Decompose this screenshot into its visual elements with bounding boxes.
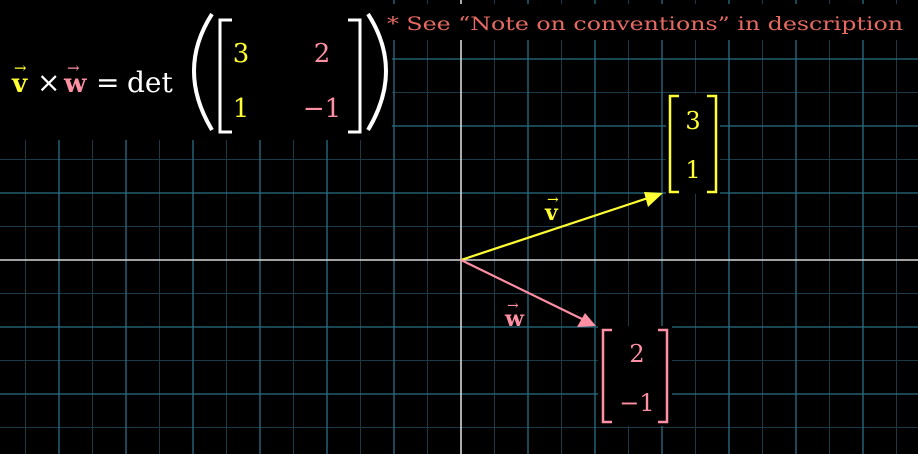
note-backdrop (384, 4, 918, 40)
matrix-cell-1-2: 2 (314, 39, 331, 69)
formula-w-arrow: → (67, 59, 80, 77)
vector-v: v → (460, 192, 663, 262)
cross-product-formula: v → × w → = det 3 2 1 −1 (0, 0, 392, 140)
formula-w-symbol: w (63, 69, 87, 99)
column-vector-w-x: 2 (629, 340, 644, 368)
vector-w-label: w (504, 306, 525, 332)
matrix-cell-1-1: 3 (233, 39, 250, 69)
matrix-cell-2-2: −1 (303, 94, 341, 124)
vector-w-label-arrow: → (507, 298, 519, 314)
formula-equals: = (96, 66, 119, 99)
column-vector-w-left-bracket (601, 328, 612, 424)
column-vector-v-x: 3 (685, 107, 700, 135)
formula-times: × (37, 66, 60, 99)
column-vector-v: 3 1 (666, 94, 720, 194)
column-vector-w-right-bracket (658, 328, 669, 424)
matrix-right-bracket (348, 18, 362, 134)
formula-right-paren (366, 12, 388, 132)
matrix-left-bracket (218, 18, 232, 134)
vector-w-shaft (460, 259, 585, 321)
column-vector-v-y: 1 (685, 156, 700, 184)
column-vector-w-y: −1 (619, 389, 654, 417)
formula-v-arrow: → (14, 59, 27, 77)
vector-v-label-arrow: → (547, 192, 559, 208)
vector-v-arrowhead (644, 192, 663, 207)
vector-v-label: v (544, 200, 559, 226)
vector-w-arrowhead (577, 313, 596, 327)
column-vector-w-backdrop (598, 326, 672, 426)
vector-v-shaft (460, 195, 652, 262)
formula-det: det (127, 66, 173, 99)
column-vector-v-backdrop (666, 94, 720, 194)
column-vector-w: 2 −1 (598, 326, 672, 426)
formula-v-symbol: v (11, 69, 28, 99)
formula-left-paren (192, 12, 214, 132)
note-text: * See “Note on conventions” in descripti… (387, 13, 903, 35)
conventions-note: * See “Note on conventions” in descripti… (384, 4, 918, 40)
column-vector-v-left-bracket (668, 94, 679, 194)
matrix-cell-2-1: 1 (233, 94, 250, 124)
vector-w: w → (460, 259, 596, 332)
column-vector-v-right-bracket (707, 94, 718, 194)
